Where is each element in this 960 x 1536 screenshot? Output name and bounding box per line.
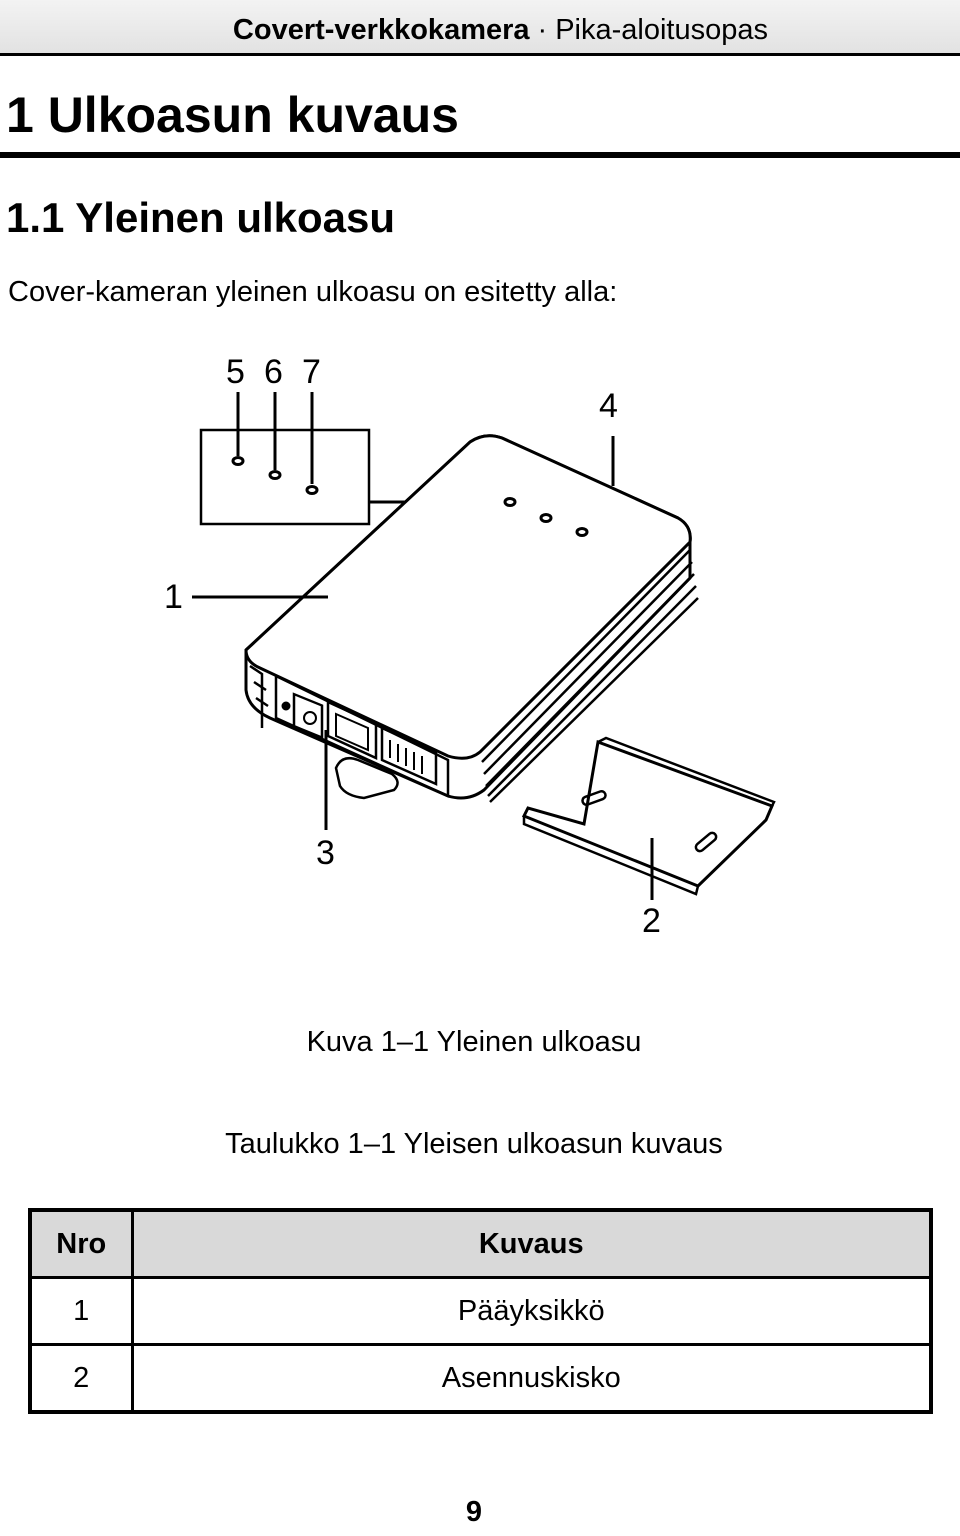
table-caption: Taulukko 1–1 Yleisen ulkoasun kuvaus xyxy=(225,1128,723,1160)
intro-text: Cover-kameran yleinen ulkoasu on esitett… xyxy=(8,276,618,308)
callout-7: 7 xyxy=(302,353,321,391)
document-subtitle: Pika-aloitusopas xyxy=(555,14,768,46)
header-separator: · xyxy=(537,14,548,46)
mounting-clip xyxy=(334,757,399,800)
device-figure: 5 6 7 4 1 3 2 xyxy=(150,350,800,950)
led-1 xyxy=(503,497,517,507)
table-row: 2 Asennuskisko xyxy=(28,1343,933,1414)
table-cell-number: 1 xyxy=(28,1276,134,1346)
header-title: Covert-verkkokamera·Pika-aloitusopas xyxy=(233,14,768,47)
callout-5: 5 xyxy=(226,353,245,391)
page-header: Covert-verkkokamera·Pika-aloitusopas xyxy=(0,0,960,56)
front-fins xyxy=(249,664,269,728)
table-cell-number: 2 xyxy=(28,1343,134,1414)
din-rail-flange-top xyxy=(597,736,776,807)
subsection-heading: 1.1 Yleinen ulkoasu xyxy=(6,194,396,241)
main-unit-top xyxy=(244,434,692,760)
figure-caption: Kuva 1–1 Yleinen ulkoasu xyxy=(306,1026,642,1058)
callout-2: 2 xyxy=(642,902,661,940)
terminal-block xyxy=(380,726,438,786)
column-header-nro: Nro xyxy=(28,1208,134,1279)
power-port xyxy=(292,692,324,740)
led-2 xyxy=(539,513,553,523)
led-detail-7 xyxy=(305,485,319,495)
power-port-pin xyxy=(303,711,317,725)
page-number: 9 xyxy=(465,1496,483,1528)
din-rail-body xyxy=(521,739,775,888)
rail-slot-1 xyxy=(581,790,607,806)
column-header-kuvaus: Kuvaus xyxy=(130,1208,933,1279)
din-rail-flange-bottom xyxy=(522,816,700,896)
table-cell-description: Asennuskisko xyxy=(130,1343,933,1414)
ethernet-port xyxy=(326,700,378,760)
rail-slot-2 xyxy=(694,831,718,853)
table-cell-description: Pääyksikkö xyxy=(130,1276,933,1346)
ethernet-port-inner xyxy=(335,712,369,752)
description-table: Nro Kuvaus 1 Pääyksikkö 2 Asennuskisko xyxy=(28,1208,933,1414)
cooling-fins xyxy=(481,549,699,803)
device-illustration xyxy=(192,392,776,900)
callout-1: 1 xyxy=(164,578,183,616)
callout-4: 4 xyxy=(599,387,618,425)
section-heading: 1 Ulkoasun kuvaus xyxy=(6,87,459,143)
terminal-pins xyxy=(389,740,423,774)
led-detail-box xyxy=(199,428,371,526)
callout-3: 3 xyxy=(316,834,335,872)
table-row: 1 Pääyksikkö xyxy=(28,1276,933,1346)
callout-6: 6 xyxy=(264,353,283,391)
led-detail-5 xyxy=(231,456,245,466)
led-3 xyxy=(575,527,589,537)
document-title: Covert-verkkokamera xyxy=(232,14,530,46)
reset-hole xyxy=(281,701,291,711)
heading-rule xyxy=(0,152,960,158)
table-header-row: Nro Kuvaus xyxy=(28,1208,933,1279)
led-detail-6 xyxy=(268,470,282,480)
